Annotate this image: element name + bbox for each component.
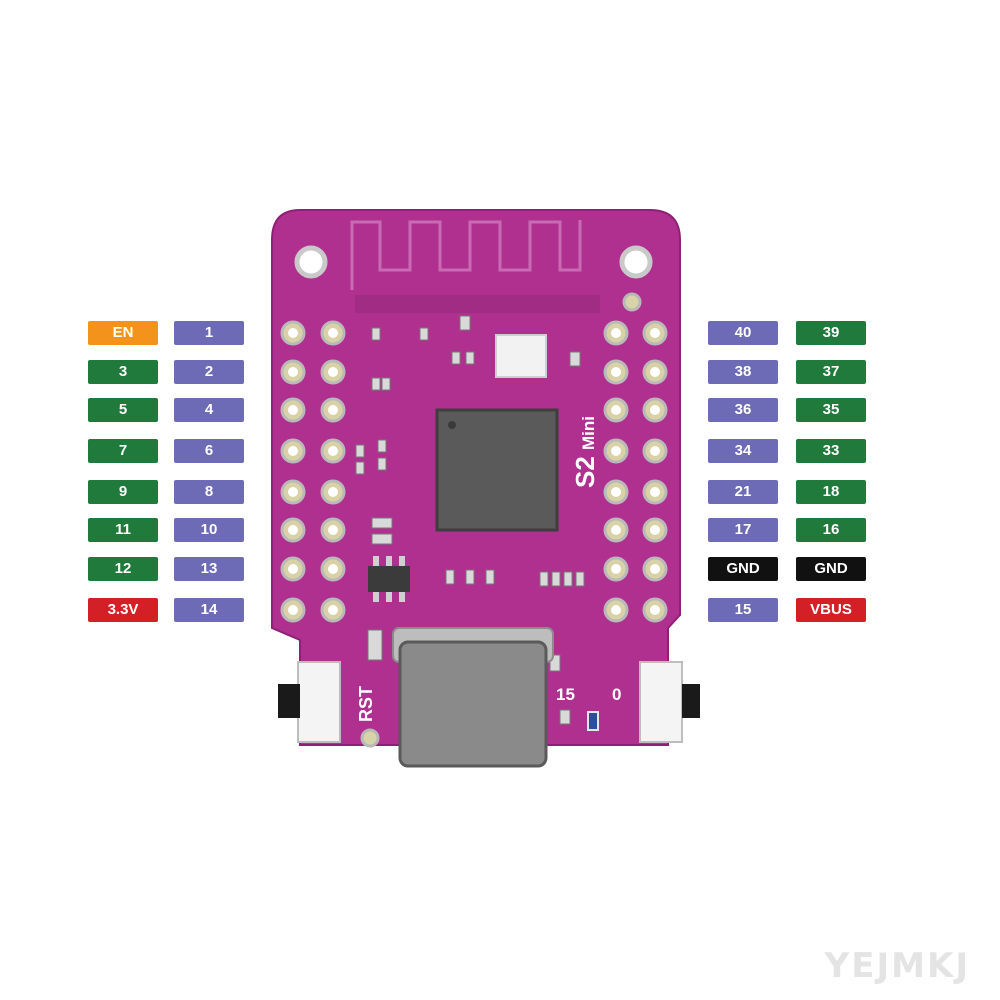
header-pad xyxy=(603,438,629,464)
pin-label-left-outer-0: EN xyxy=(88,321,158,345)
pin-label-left-outer-2: 5 xyxy=(88,398,158,422)
regulator-legs xyxy=(373,556,405,602)
header-pad xyxy=(320,320,346,346)
pin-label-left-inner-7: 14 xyxy=(174,598,244,622)
mount-hole-left xyxy=(294,245,328,279)
watermark: YEJMKJ xyxy=(824,946,970,986)
pin-label-right-inner-0: 40 xyxy=(708,321,778,345)
header-pad xyxy=(603,479,629,505)
pin-label-left-outer-3: 7 xyxy=(88,439,158,463)
header-pad xyxy=(642,517,668,543)
silk-variant: Mini xyxy=(579,416,598,450)
header-pad xyxy=(603,359,629,385)
pin-label-left-inner-1: 2 xyxy=(174,360,244,384)
header-pad xyxy=(280,517,306,543)
pin-label-right-inner-6: GND xyxy=(708,557,778,581)
pin-label-right-outer-1: 37 xyxy=(796,360,866,384)
pin-label-left-inner-4: 8 xyxy=(174,480,244,504)
silk-led-label: 15 xyxy=(556,685,575,704)
reset-button-body xyxy=(297,661,341,743)
header-pad xyxy=(280,556,306,582)
header-pad xyxy=(280,397,306,423)
crystal xyxy=(495,334,547,378)
pin-label-right-outer-5: 16 xyxy=(796,518,866,542)
header-pad xyxy=(320,438,346,464)
header-pad xyxy=(642,438,668,464)
boot-button-body xyxy=(639,661,683,743)
fiducial xyxy=(622,292,642,312)
pin-label-right-outer-2: 35 xyxy=(796,398,866,422)
header-pads xyxy=(280,320,668,623)
usb-c-port xyxy=(398,640,548,768)
header-pad xyxy=(320,397,346,423)
passive-components xyxy=(355,315,585,725)
pin-label-right-inner-2: 36 xyxy=(708,398,778,422)
pin-label-right-outer-0: 39 xyxy=(796,321,866,345)
boot-button[interactable] xyxy=(682,684,700,718)
pin-label-left-outer-6: 12 xyxy=(88,557,158,581)
pin-label-left-inner-5: 10 xyxy=(174,518,244,542)
header-pad xyxy=(320,597,346,623)
voltage-regulator xyxy=(368,566,410,592)
header-pad xyxy=(603,397,629,423)
pin-label-left-inner-3: 6 xyxy=(174,439,244,463)
header-pad xyxy=(320,556,346,582)
header-pad xyxy=(280,438,306,464)
header-pad xyxy=(320,517,346,543)
silk-boot-label: 0 xyxy=(612,685,621,704)
silk-reset-label: RST xyxy=(356,686,376,722)
pin-label-left-outer-4: 9 xyxy=(88,480,158,504)
pin-label-right-inner-1: 38 xyxy=(708,360,778,384)
header-pad xyxy=(642,479,668,505)
header-pad xyxy=(642,397,668,423)
header-pad xyxy=(280,320,306,346)
pin-label-right-inner-5: 17 xyxy=(708,518,778,542)
header-pad xyxy=(642,320,668,346)
pin-label-right-outer-3: 33 xyxy=(796,439,866,463)
header-pad xyxy=(642,556,668,582)
pin-label-right-inner-3: 34 xyxy=(708,439,778,463)
bottom-via xyxy=(360,728,380,748)
led xyxy=(587,711,599,731)
header-pad xyxy=(320,479,346,505)
header-pad xyxy=(603,517,629,543)
header-pad xyxy=(320,359,346,385)
pin-label-left-outer-1: 3 xyxy=(88,360,158,384)
silk-model: S2 xyxy=(570,456,600,488)
header-pad xyxy=(280,479,306,505)
pin-label-right-inner-7: 15 xyxy=(708,598,778,622)
header-pad xyxy=(603,320,629,346)
pin-label-left-inner-2: 4 xyxy=(174,398,244,422)
antenna-trace xyxy=(350,220,582,290)
pin-label-left-inner-6: 13 xyxy=(174,557,244,581)
header-pad xyxy=(642,597,668,623)
via-field xyxy=(355,295,600,313)
header-pad xyxy=(603,556,629,582)
reset-button[interactable] xyxy=(278,684,300,718)
pin-label-left-outer-5: 11 xyxy=(88,518,158,542)
pin-label-left-outer-7: 3.3V xyxy=(88,598,158,622)
pin-label-right-outer-7: VBUS xyxy=(796,598,866,622)
pin-label-left-inner-0: 1 xyxy=(174,321,244,345)
chip-pin1-dot xyxy=(448,421,456,429)
header-pad xyxy=(642,359,668,385)
pin-label-right-inner-4: 21 xyxy=(708,480,778,504)
header-pad xyxy=(280,597,306,623)
esp32-s2-chip xyxy=(435,408,559,532)
header-pad xyxy=(280,359,306,385)
header-pad xyxy=(603,597,629,623)
pin-label-right-outer-6: GND xyxy=(796,557,866,581)
mount-hole-right xyxy=(619,245,653,279)
pin-label-right-outer-4: 18 xyxy=(796,480,866,504)
